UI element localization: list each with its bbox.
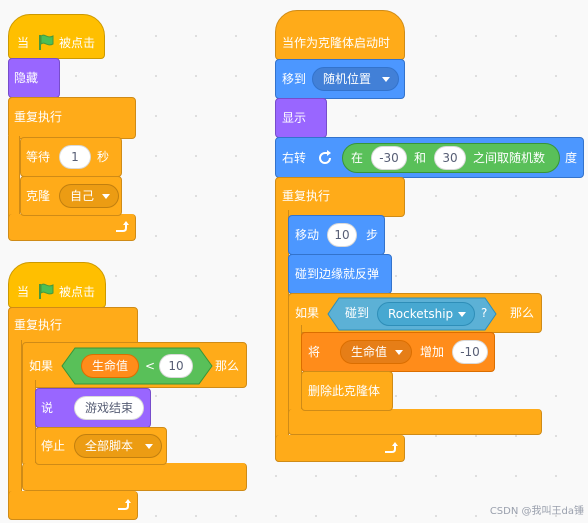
if-label: 如果 [29,359,54,373]
stop-option-dropdown[interactable]: 全部脚本 [74,434,162,458]
forever-block-3-bottom [275,435,405,462]
stop-option-value: 全部脚本 [85,439,134,453]
pick-to-input[interactable]: 30 [434,146,466,170]
less-than-symbol: < [145,359,156,373]
when-flag-clicked-hat[interactable]: 当 被点击 [8,14,105,59]
clone-label: 克隆 [26,189,51,203]
delete-clone-block[interactable]: 删除此克隆体 [301,371,393,411]
if-block-bottom [22,463,247,491]
health-variable-reporter[interactable]: 生命值 [81,354,139,378]
goto-label: 移到 [282,72,307,86]
say-block[interactable]: 说 游戏结束 [35,388,151,428]
then-label: 那么 [510,306,535,320]
stop-label: 停止 [41,439,66,453]
clicked-label: 被点击 [59,285,96,299]
loop-arrow-icon [116,221,129,232]
then-label: 那么 [215,359,240,373]
forever-label: 重复执行 [282,189,331,203]
when-flag-clicked-hat-2[interactable]: 当 被点击 [8,262,106,308]
chevron-down-icon [102,194,110,199]
pick-suffix-label: 之间取随机数 [473,151,546,165]
when-label: 当 [17,285,30,299]
forever-block-bottom [8,214,136,241]
turn-right-block[interactable]: 右转 在 -30 和 30 之间取随机数 度 [275,137,584,178]
stop-block[interactable]: 停止 全部脚本 [35,427,167,465]
hide-block[interactable]: 隐藏 [8,58,60,98]
delete-label: 删除此克隆体 [308,384,381,398]
if-label: 如果 [295,306,320,320]
touch-question: ? [481,306,488,320]
turn-label: 右转 [282,151,307,165]
green-flag-icon [39,283,54,299]
hide-label: 隐藏 [14,71,39,85]
show-block[interactable]: 显示 [275,98,327,138]
touch-target-dropdown[interactable]: Rocketship [377,302,475,326]
wait-seconds-input[interactable]: 1 [59,145,91,169]
say-label: 说 [41,401,54,415]
goto-block[interactable]: 移到 随机位置 [275,59,405,99]
move-steps-block[interactable]: 移动 10 步 [288,215,385,255]
touch-target-value: Rocketship [388,307,454,321]
forever-block-3-top[interactable]: 重复执行 [275,177,405,217]
move-steps-input[interactable]: 10 [327,223,357,247]
pick-from-input[interactable]: -30 [371,146,407,170]
pick-random-operator[interactable]: 在 -30 和 30 之间取随机数 [342,143,560,173]
loop-arrow-icon [385,442,398,453]
show-label: 显示 [282,111,307,125]
clicked-label: 被点击 [59,36,96,50]
rotate-right-icon [319,150,331,164]
compare-value-input[interactable]: 10 [159,354,193,378]
if-block-arm [22,380,36,466]
clone-target-value: 自己 [70,189,95,203]
touch-label: 碰到 [345,306,370,320]
change-var-dropdown[interactable]: 生命值 [340,340,412,364]
move-unit-label: 步 [366,228,379,242]
loop-arrow-icon [118,499,131,510]
clone-target-dropdown[interactable]: 自己 [59,184,119,208]
deg-label: 度 [565,151,578,165]
forever-block-3-arm [275,210,289,462]
forever-label: 重复执行 [14,110,63,124]
move-label: 移动 [295,228,320,242]
if-block-top[interactable]: 如果 生命值 < 10 那么 [22,342,247,388]
when-start-as-clone-hat[interactable]: 当作为克隆体启动时 [275,10,405,60]
chevron-down-icon [382,77,390,82]
forever-block-top[interactable]: 重复执行 [8,97,136,139]
forever-block-2-bottom [8,491,138,520]
watermark: CSDN @我叫王da锤 [489,506,584,517]
green-flag-icon [39,34,54,50]
clone-start-label: 当作为克隆体启动时 [282,36,391,50]
pick-and-label: 和 [414,151,427,165]
bounce-on-edge-block[interactable]: 碰到边缘就反弹 [288,254,392,294]
when-label: 当 [17,36,30,50]
chevron-down-icon [145,444,153,449]
wait-block[interactable]: 等待 1 秒 [20,137,122,177]
chevron-down-icon [395,350,403,355]
goto-target-value: 随机位置 [323,72,372,86]
change-label: 将 [308,345,321,359]
bounce-label: 碰到边缘就反弹 [295,267,380,281]
say-text-input[interactable]: 游戏结束 [74,396,144,420]
pick-in-label: 在 [351,151,364,165]
change-variable-block[interactable]: 将 生命值 增加 -10 [301,332,495,372]
change-by-label: 增加 [420,345,445,359]
wait-unit-label: 秒 [97,150,110,164]
goto-target-dropdown[interactable]: 随机位置 [312,67,399,91]
chevron-down-icon [458,312,466,317]
forever-label: 重复执行 [14,318,63,332]
wait-label: 等待 [26,150,51,164]
if-touching-block-top[interactable]: 如果 碰到 Rocketship ? 那么 [288,293,542,333]
change-var-value: 生命值 [351,345,388,359]
if-touching-block-bottom [288,409,542,435]
create-clone-block[interactable]: 克隆 自己 [20,176,122,216]
change-value-input[interactable]: -10 [452,340,488,364]
